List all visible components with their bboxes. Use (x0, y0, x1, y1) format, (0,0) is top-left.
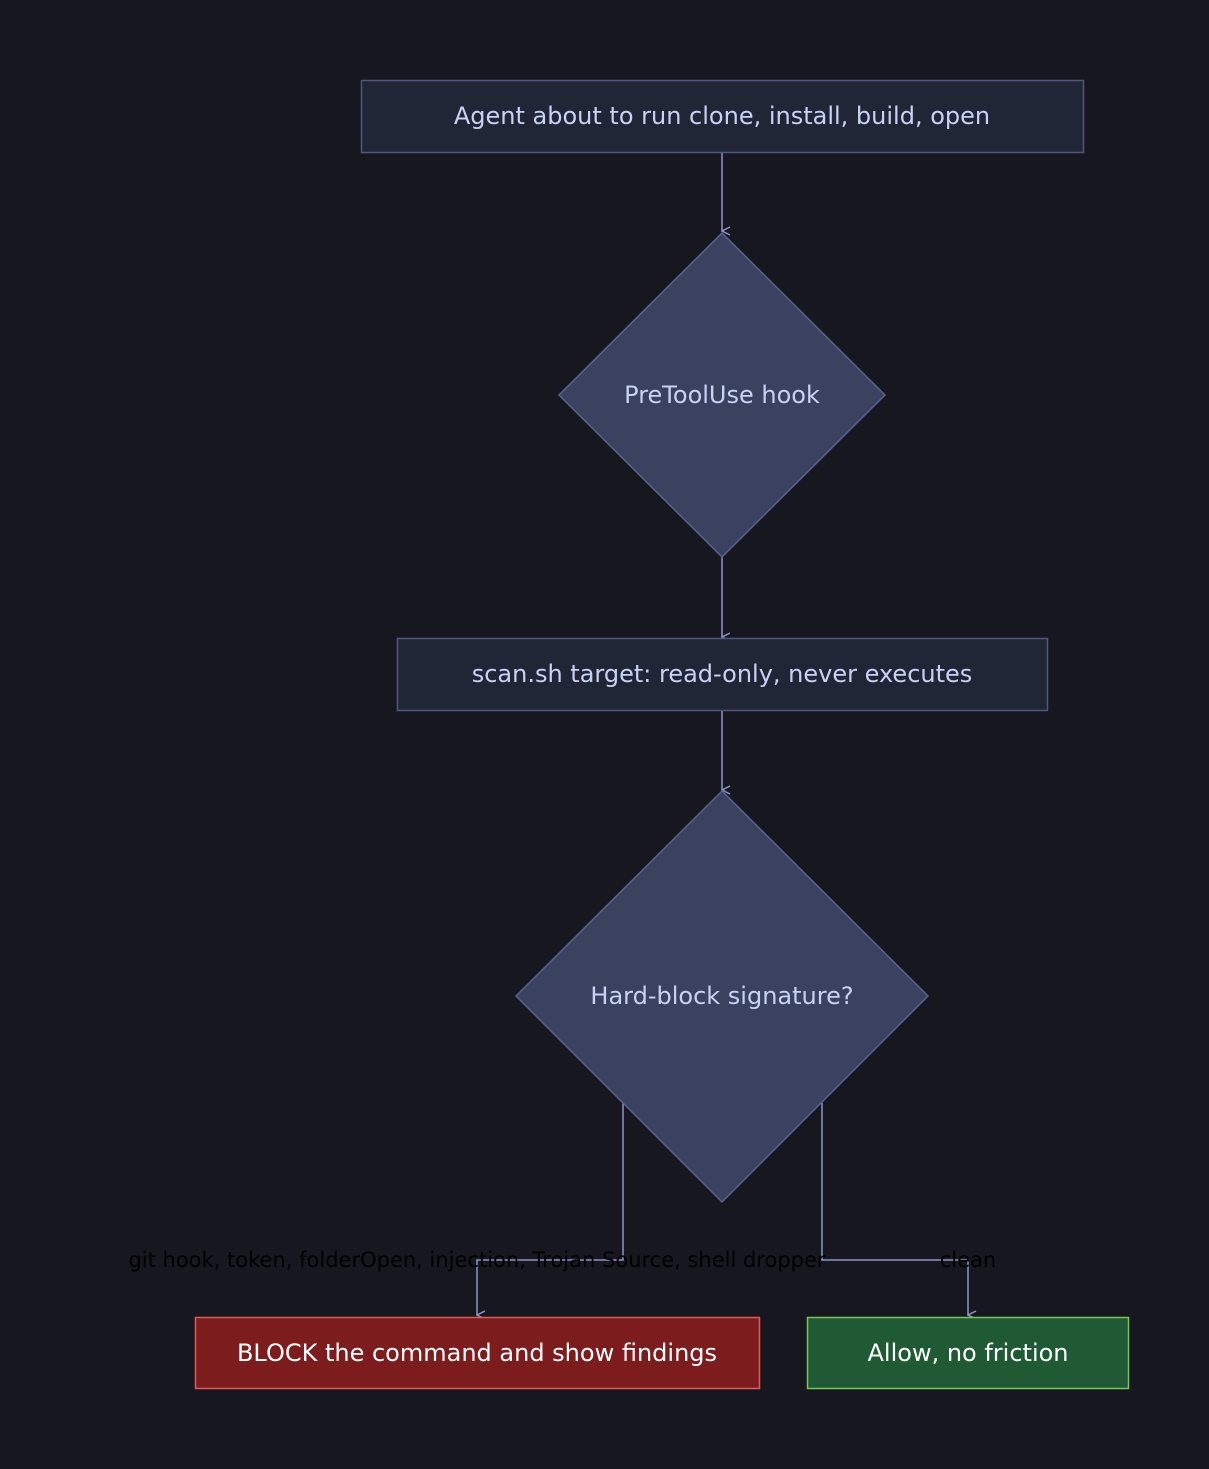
node-block-label: BLOCK the command and show findings (237, 1339, 717, 1367)
edge-decision-to-allow (821, 1103, 968, 1315)
edge-label-block: git hook, token, folderOpen, injection, … (128, 1248, 825, 1272)
node-decision: Hard-block signature? (514, 789, 930, 1204)
node-start: Agent about to run clone, install, build… (360, 79, 1085, 154)
node-scan-label: scan.sh target: read-only, never execute… (472, 660, 973, 688)
node-scan: scan.sh target: read-only, never execute… (396, 637, 1049, 712)
node-allow: Allow, no friction (806, 1316, 1130, 1390)
node-hook-label: PreToolUse hook (624, 381, 820, 409)
node-decision-label: Hard-block signature? (590, 982, 853, 1010)
node-allow-label: Allow, no friction (868, 1339, 1069, 1367)
node-block: BLOCK the command and show findings (194, 1316, 761, 1390)
node-start-label: Agent about to run clone, install, build… (454, 102, 990, 130)
edge-decision-to-block (477, 1103, 624, 1315)
edge-label-allow: clean (940, 1248, 996, 1272)
node-hook: PreToolUse hook (557, 231, 887, 559)
